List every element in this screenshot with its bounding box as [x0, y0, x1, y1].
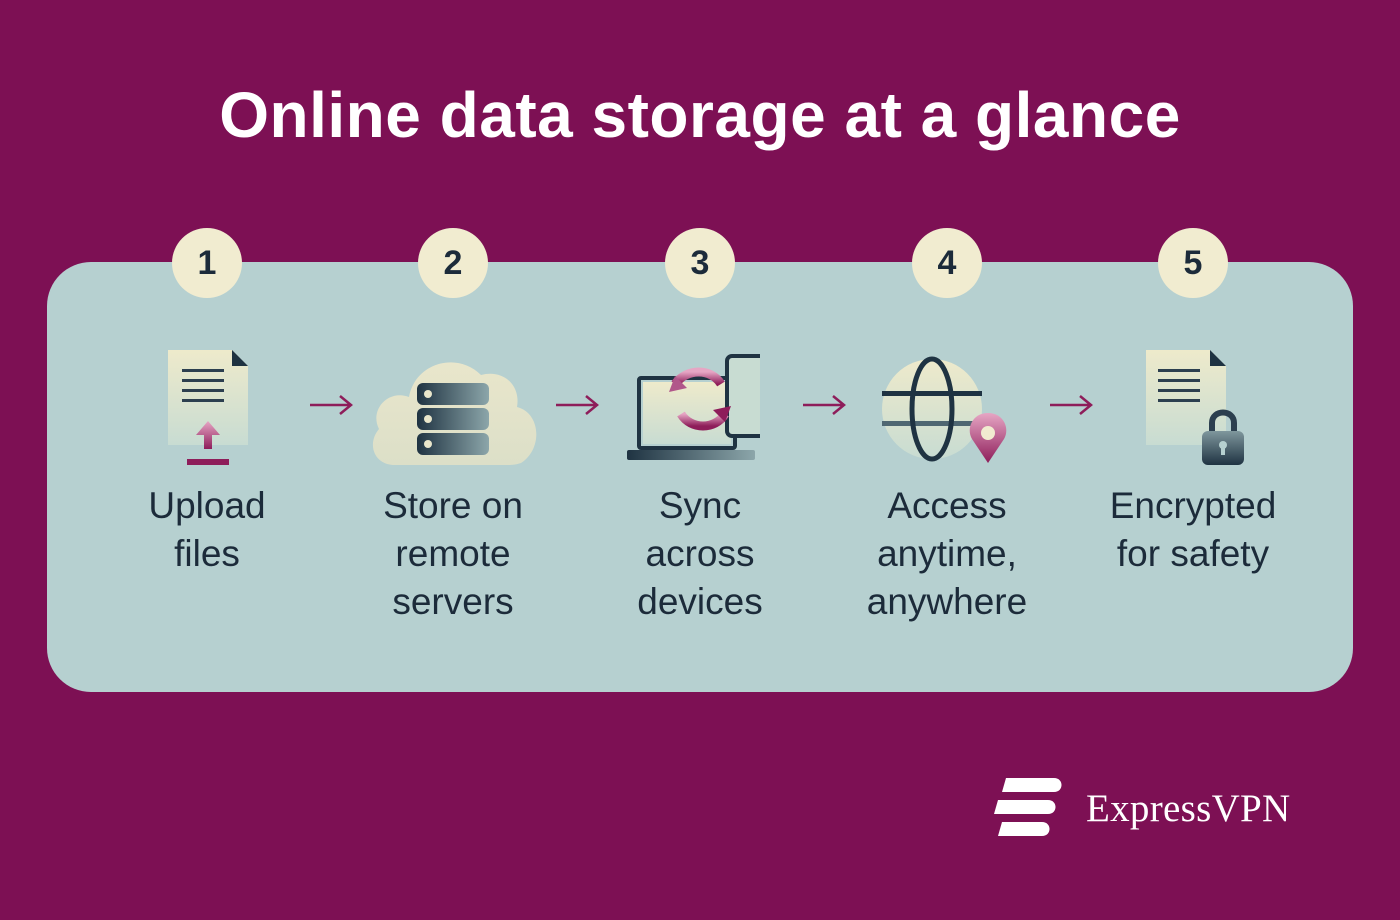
upload-file-icon — [168, 350, 248, 465]
brand-name: ExpressVPN — [1086, 786, 1291, 830]
globe-location-icon — [882, 356, 1007, 463]
arrow-right-icon — [803, 395, 846, 415]
steps-panel — [47, 262, 1353, 692]
page-title: Online data storage at a glance — [219, 79, 1181, 151]
arrow-right-icon — [310, 395, 353, 415]
step-1-label: Upload files — [148, 485, 266, 574]
brand-logo: ExpressVPN — [992, 776, 1291, 840]
expressvpn-logo-icon — [994, 778, 1062, 836]
step-4-badge: 4 — [912, 228, 982, 298]
arrow-right-icon — [556, 395, 599, 415]
arrow-right-icon — [1050, 395, 1093, 415]
cloud-server-icon — [372, 362, 537, 465]
step-2-badge: 2 — [418, 228, 488, 298]
step-5-badge: 5 — [1158, 228, 1228, 298]
step-4-label: Access anytime, anywhere — [866, 485, 1028, 622]
step-2-label: Store on remote servers — [383, 485, 523, 622]
step-1-badge: 1 — [172, 228, 242, 298]
step-5-label: Encrypted for safety — [1109, 485, 1277, 574]
encrypted-file-icon — [1146, 350, 1244, 465]
sync-devices-icon — [627, 354, 760, 460]
step-3-badge: 3 — [665, 228, 735, 298]
step-3-label: Sync across devices — [637, 485, 763, 622]
